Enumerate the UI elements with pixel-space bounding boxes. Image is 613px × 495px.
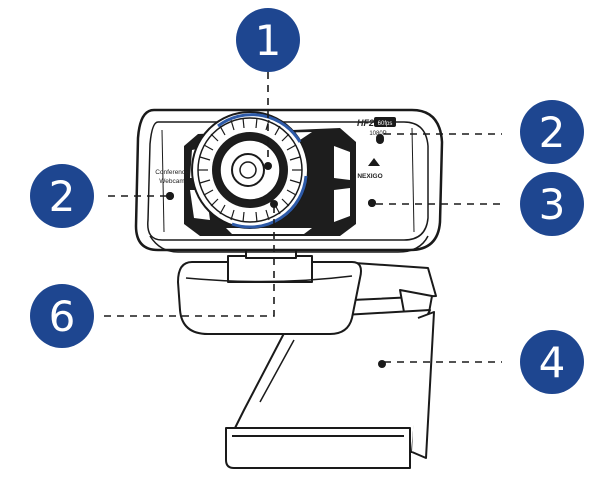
brand-logo-icon	[368, 158, 380, 166]
callout-3: 3	[520, 172, 584, 236]
leader-dot-6	[270, 200, 278, 208]
callout-2-right: 2	[520, 100, 584, 164]
svg-text:3: 3	[539, 180, 566, 229]
svg-text:4: 4	[539, 338, 566, 387]
model-text: HF2	[357, 118, 374, 128]
brand-text: NEXIGO	[357, 173, 382, 180]
svg-text:6: 6	[49, 292, 76, 341]
knurl-ticks	[198, 117, 302, 223]
callout-4: 4	[520, 330, 584, 394]
callout-2-left: 2	[30, 164, 94, 228]
leader-dot-2-left	[166, 192, 174, 200]
lens	[231, 153, 265, 187]
left-panel-label-line1: Conference	[155, 169, 189, 176]
callout-6: 6	[30, 284, 94, 348]
mount-clip	[225, 261, 437, 469]
svg-text:2: 2	[539, 108, 566, 157]
leader-dots	[166, 134, 386, 368]
fps-badge	[374, 117, 396, 127]
leader-dot-3	[368, 199, 376, 207]
leader-dot-1	[264, 162, 272, 170]
leader-dot-4	[378, 360, 386, 368]
callout-1: 1	[236, 8, 300, 72]
svg-text:1: 1	[255, 16, 282, 65]
leader-lines	[104, 72, 502, 363]
leader-dot-2-right	[376, 134, 384, 142]
resolution-text: 1080P	[369, 131, 386, 137]
camera-body: Conference Webcam NEXIGO HF2 60fps 1080P	[134, 108, 444, 253]
svg-text:2: 2	[49, 172, 76, 221]
leader-line-6	[104, 206, 275, 317]
fps-badge-text: 60fps	[378, 121, 393, 127]
left-panel-label-line2: Webcam	[159, 178, 185, 185]
